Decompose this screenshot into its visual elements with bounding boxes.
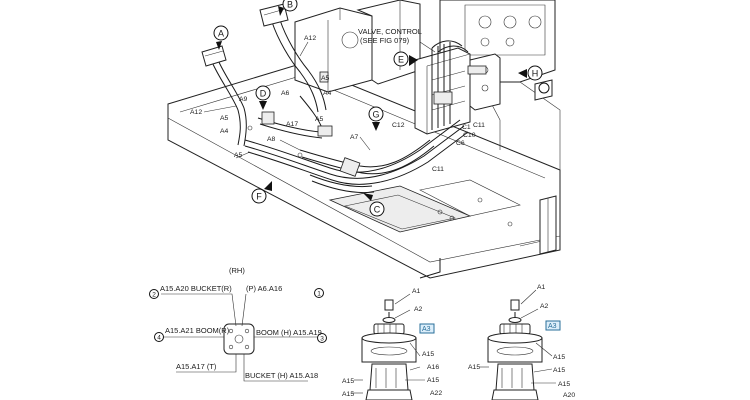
views-B-label: B [287, 0, 293, 10]
valve-right-a15-3-label: A15 [553, 367, 565, 374]
port-diagram-n1-label: 1 [317, 291, 321, 298]
view-marker-a: A [213, 25, 229, 50]
callouts-main-a7-label: A7 [350, 134, 359, 141]
valve-right-a15-4-label: A15 [558, 381, 570, 388]
callouts-main-a5-4-label: A5 [321, 75, 330, 82]
valve-right-a20-label: A20 [563, 392, 575, 399]
valve-right-a3-label: A3 [548, 323, 557, 330]
pilot-valve-left: A3 A1 A2 A15 A16 A15 A15 A15 A22 [342, 288, 442, 400]
valve-left-a15-3-label: A15 [427, 377, 439, 384]
view-marker-f: F [251, 181, 272, 204]
valve-left-a15-2-label: A15 [342, 378, 354, 385]
callouts-main-a5-2-label: A5 [315, 116, 324, 123]
views-E-label: E [398, 55, 404, 65]
valve-note-line1-label: VALVE, CONTROL [358, 27, 422, 36]
main-callouts: A12 A12 A5 A4 A9 A6 A4 A17 A5 A8 A5 A5 A… [190, 35, 485, 173]
views-A-label: A [218, 29, 224, 39]
view-marker-b: B [278, 0, 298, 16]
port-diagram-bucket-r-label: A15.A20 BUCKET(R) [160, 284, 232, 293]
valve-left-a16-label: A16 [427, 364, 439, 371]
valve-left-a3-label: A3 [422, 326, 431, 333]
valve-left-a22-label: A22 [430, 390, 442, 397]
callouts-main-a4-2-label: A4 [323, 90, 332, 97]
callouts-main-a5-3-label: A5 [234, 152, 243, 159]
view-marker-h: H [518, 65, 543, 81]
port-diagram-n3-label: 3 [320, 336, 324, 343]
callouts-main-a12-left-label: A12 [190, 109, 202, 116]
callouts-main-c10-label: C10 [463, 132, 476, 139]
valve-note-line2-label: (SEE FIG 079) [360, 36, 410, 45]
views-F-label: F [256, 192, 262, 202]
valve-left-a15-4-label: A15 [342, 391, 354, 398]
port-diagram-t-label: A15.A17 (T) [176, 362, 217, 371]
port-diagram-bucket-h-label: BUCKET (H) A15.A18 [245, 371, 318, 380]
port-diagram-rh-label: (RH) [229, 266, 245, 275]
view-marker-e: E [393, 51, 418, 67]
port-diagram-boom-r-label: A15.A21 BOOM(R) [165, 326, 230, 335]
view-marker-c: C [363, 193, 385, 217]
callouts-main-a17-label: A17 [286, 121, 298, 128]
views-G-label: G [372, 110, 379, 120]
valve-left-a2-label: A2 [414, 306, 423, 313]
callouts-main-a5-1-label: A5 [220, 115, 229, 122]
valve-left-a15-1-label: A15 [422, 351, 434, 358]
port-diagram-boom-h-label: BOOM (H) A15.A19 [256, 328, 322, 337]
views-D-label: D [260, 89, 267, 99]
callouts-main-c11-top-label: C11 [473, 122, 485, 129]
callouts-main-a6-label: A6 [281, 90, 290, 97]
pilot-valve-right: A3 A1 A2 A15 A15 A15 A15 A20 [468, 284, 575, 400]
view-markers: A B D E G H C [213, 0, 543, 217]
port-diagram: (RH) 2 4 3 1 A15.A20 BUCKET(R) (P) A6.A1… [149, 266, 327, 382]
callouts-main-c11-bottom-label: C11 [432, 166, 444, 173]
valve-control-note: VALVE, CONTROL (SEE FIG 079) [358, 27, 436, 53]
valve-right-a15-1-label: A15 [553, 354, 565, 361]
callouts-main-a12-top-label: A12 [304, 35, 316, 42]
callouts-main-c1-label: C1 [462, 124, 471, 131]
valve-left-a1-label: A1 [412, 288, 421, 295]
valve-right-a1-label: A1 [537, 284, 546, 291]
port-diagram-n2-label: 2 [152, 292, 156, 299]
view-marker-g: G [368, 106, 384, 131]
callouts-main-a8-label: A8 [267, 136, 276, 143]
valve-right-a2-label: A2 [540, 303, 549, 310]
callouts-main-a9-label: A9 [239, 96, 248, 103]
hose-bundle [201, 3, 487, 194]
callouts-main-c12-label: C12 [392, 122, 405, 129]
views-H-label: H [532, 69, 539, 79]
callouts-main-a4-1-label: A4 [220, 128, 229, 135]
port-diagram-n4-label: 4 [157, 335, 161, 342]
port-diagram-p-label: (P) A6.A16 [246, 284, 282, 293]
view-marker-d: D [255, 85, 271, 110]
views-C-label: C [374, 205, 381, 215]
callouts-main-c6-label: C6 [456, 140, 465, 147]
valve-right-a15-2-label: A15 [468, 364, 480, 371]
